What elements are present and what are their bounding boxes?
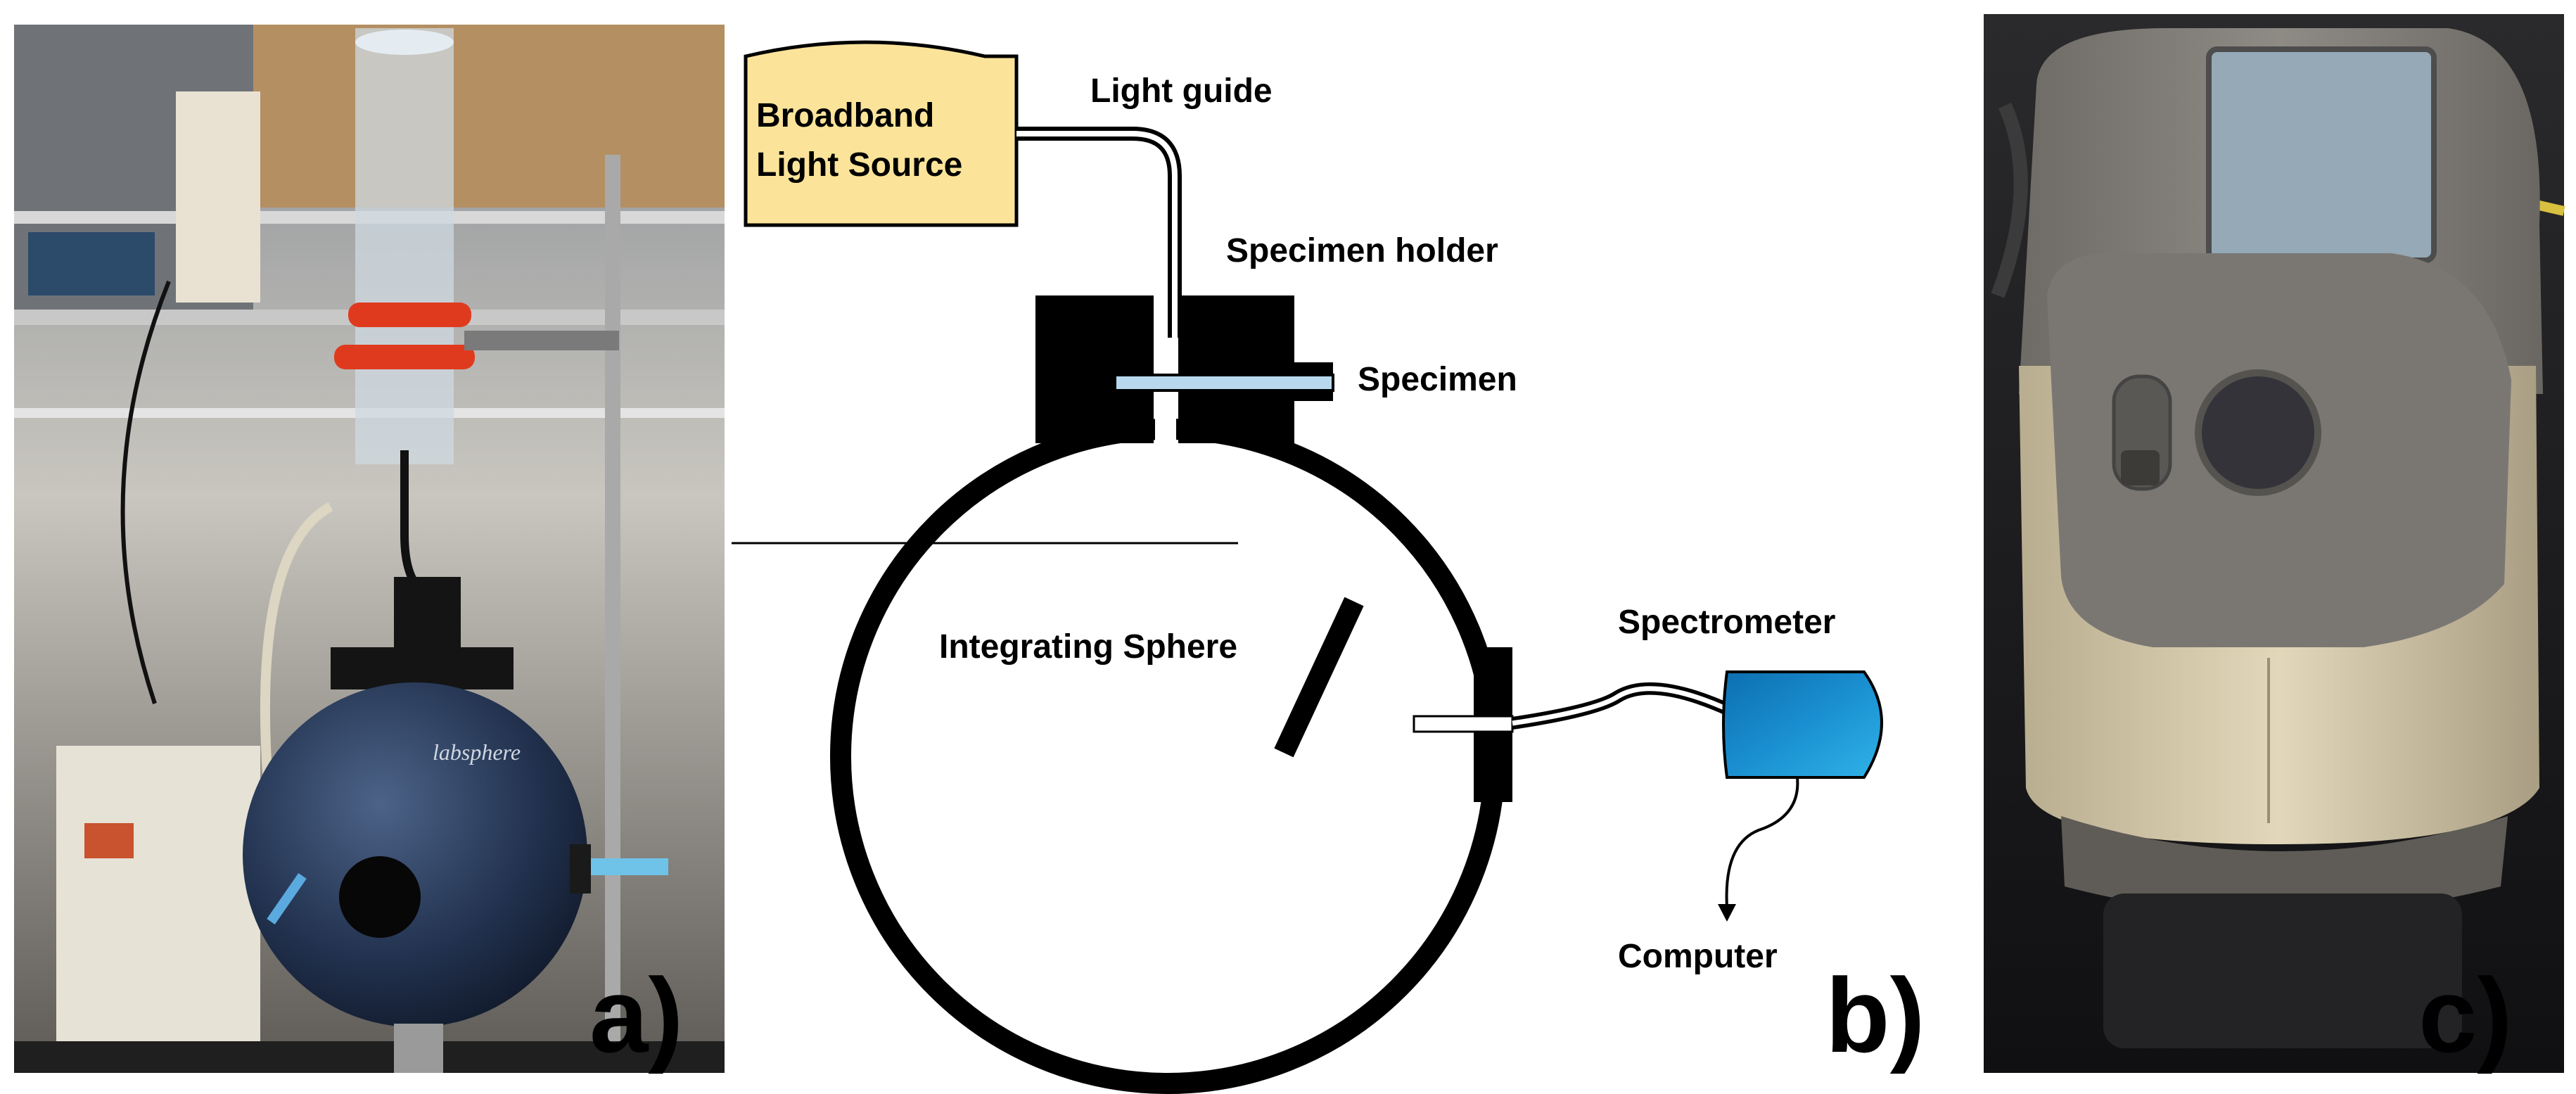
sphere-brand-text: labsphere xyxy=(433,739,521,765)
panel-a-photo: labsphere xyxy=(14,25,725,1073)
integrating-sphere-label: Integrating Sphere xyxy=(939,628,1237,666)
light-guide-label: Light guide xyxy=(1090,72,1273,110)
spectrometer-label: Spectrometer xyxy=(1618,604,1835,641)
integrating-sphere-photo xyxy=(243,682,587,1027)
panel-c-letter: c) xyxy=(2418,956,2512,1074)
integrating-sphere xyxy=(830,419,1505,1094)
light-source-box xyxy=(744,40,1019,227)
spectrometer-box xyxy=(1722,670,1883,779)
light-source-label-line1: Broadband xyxy=(756,97,934,134)
light-source-label-line2: Light Source xyxy=(756,146,962,184)
specimen-holder-right xyxy=(1178,295,1294,443)
device-screen xyxy=(2206,46,2437,263)
specimen-slab xyxy=(1114,374,1334,392)
baffle xyxy=(1274,597,1364,758)
computer-arrow xyxy=(1725,777,1799,908)
specimen-holder-left xyxy=(1035,295,1154,443)
panel-a-letter: a) xyxy=(589,956,683,1074)
light-guide-fiber xyxy=(1016,127,1182,338)
specimen-label: Specimen xyxy=(1358,361,1517,398)
specimen-holder-label: Specimen holder xyxy=(1226,232,1498,269)
panel-b-letter: b) xyxy=(1825,956,1925,1074)
panel-c-photo xyxy=(1984,14,2565,1073)
computer-label: Computer xyxy=(1618,938,1778,975)
device-aperture xyxy=(2195,369,2321,496)
panel-b-diagram: Broadband Light Source Light guide Speci… xyxy=(732,40,1883,1094)
spectrometer-fiber xyxy=(1511,682,1733,730)
